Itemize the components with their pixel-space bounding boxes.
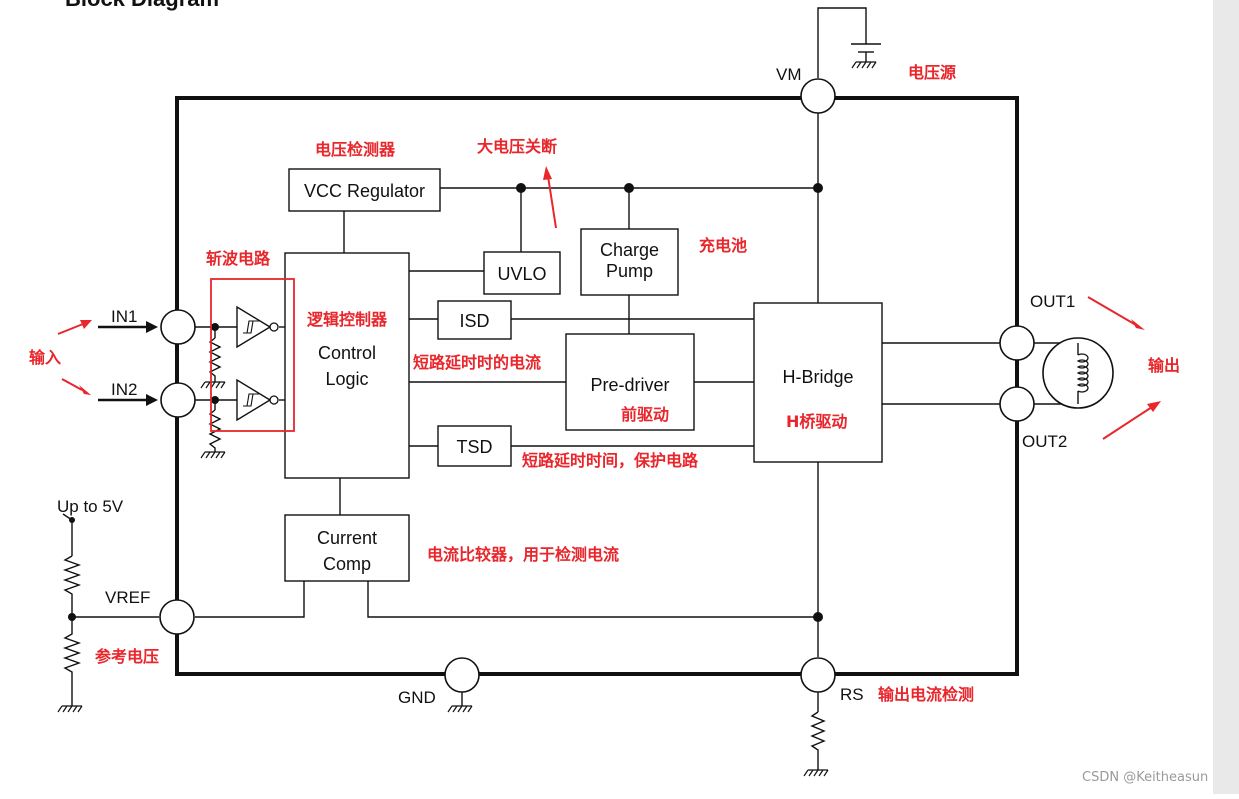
pre-driver-label: Pre-driver	[590, 375, 669, 395]
charge-pump-label-2: Pump	[606, 261, 653, 281]
junction-dots	[68, 183, 823, 622]
ground-icon	[851, 61, 877, 69]
chopper-highlight-box	[210, 278, 295, 432]
scrollbar[interactable]	[1213, 0, 1239, 794]
control-logic-label-1: Control	[318, 343, 376, 363]
annotation-output: 输出	[1148, 356, 1180, 375]
uvlo-label: UVLO	[497, 264, 546, 284]
input-buffer-in2	[236, 378, 279, 422]
pin-out1	[999, 325, 1035, 361]
pin-label-vref: VREF	[105, 588, 150, 607]
ground-icon	[57, 705, 83, 713]
battery-icon	[851, 43, 881, 62]
pin-rs	[800, 657, 836, 693]
pin-label-vm: VM	[776, 65, 802, 84]
annotation-voltage-detector: 电压检测器	[315, 140, 396, 159]
pin-label-out1: OUT1	[1030, 292, 1075, 311]
pin-label-gnd: GND	[398, 688, 436, 707]
annotation-output-current-detect: 输出电流检测	[878, 685, 974, 704]
h-bridge-label: H-Bridge	[782, 367, 853, 387]
h-bridge-block	[753, 302, 883, 463]
watermark: CSDN @Keitheasun	[1082, 770, 1209, 785]
motor-icon	[1042, 337, 1114, 409]
pin-label-in2: IN2	[111, 380, 137, 399]
input-arrows	[98, 321, 158, 406]
pin-out2	[999, 386, 1035, 422]
pin-label-in1: IN1	[111, 307, 137, 326]
charge-pump-label-1: Charge	[600, 240, 659, 260]
annotation-arrows	[57, 166, 1161, 440]
pin-vm	[800, 78, 836, 114]
annotation-reference-voltage: 参考电压	[95, 647, 159, 666]
annotation-short-delay-current: 短路延时时的电流	[413, 353, 541, 372]
annotation-voltage-source: 电压源	[908, 63, 956, 82]
control-logic-block	[284, 252, 410, 479]
pin-in2	[160, 382, 196, 418]
ground-icon	[200, 381, 226, 459]
pin-circles	[159, 78, 1035, 693]
annotation-h-bridge-driver: H桥驱动	[786, 412, 847, 431]
pin-label-rs: RS	[840, 685, 864, 704]
charge-pump-block	[580, 228, 679, 296]
pre-driver-block	[565, 333, 695, 431]
isd-block	[437, 300, 512, 340]
annotation-pre-driver: 前驱动	[621, 405, 669, 424]
annotation-charge-pump: 充电池	[699, 236, 747, 255]
annotation-logic-controller: 逻辑控制器	[307, 310, 388, 329]
supply-label: Up to 5V	[57, 497, 124, 516]
current-comp-block	[284, 514, 410, 582]
input-buffer-in1	[236, 305, 279, 349]
page-title: Block Diagram	[65, 0, 219, 11]
ground-icon	[803, 769, 829, 777]
annotation-current-comparator: 电流比较器，用于检测电流	[427, 545, 619, 564]
vcc-regulator-label: VCC Regulator	[304, 181, 425, 201]
annotation-input: 输入	[29, 348, 61, 367]
annotation-chopper-circuit: 斩波电路	[206, 249, 271, 268]
pin-gnd	[444, 657, 480, 693]
current-comp-label-2: Comp	[323, 554, 371, 574]
current-comp-label-1: Current	[317, 528, 377, 548]
ground-icon	[447, 705, 473, 713]
uvlo-block	[483, 251, 561, 295]
annotation-high-voltage-shutdown: 大电压关断	[477, 137, 557, 156]
tsd-block	[437, 425, 512, 467]
pin-in1	[160, 309, 196, 345]
pin-label-out2: OUT2	[1022, 432, 1067, 451]
annotation-short-delay-protection: 短路延时时间，保护电路	[522, 451, 699, 470]
pin-vref	[159, 599, 195, 635]
isd-label: ISD	[459, 311, 489, 331]
tsd-label: TSD	[457, 437, 493, 457]
control-logic-label-2: Logic	[325, 369, 368, 389]
vcc-regulator-block	[288, 168, 441, 212]
